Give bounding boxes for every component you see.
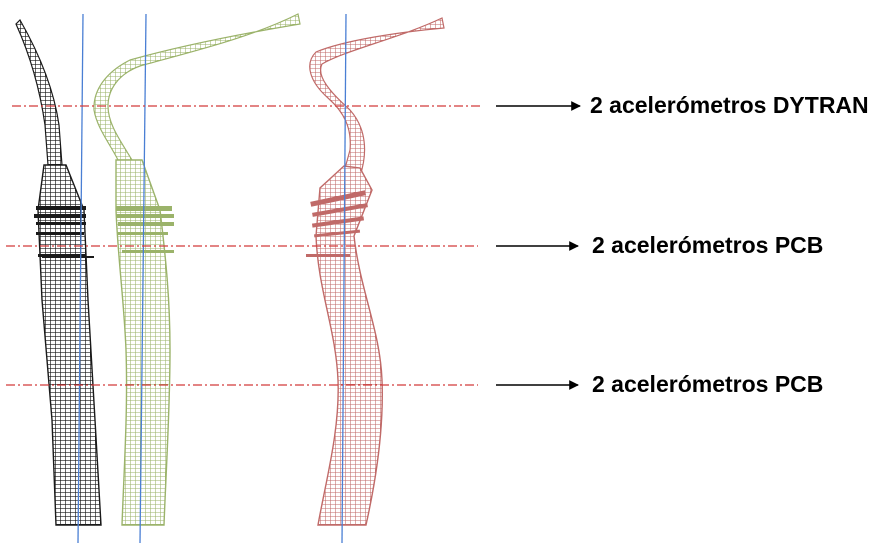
sensor-label-pcb-upper: 2 acelerómetros PCB (592, 232, 823, 259)
sensor-label-pcb-lower: 2 acelerómetros PCB (592, 371, 823, 398)
reference-axes (78, 14, 346, 543)
mode-shape-3 (306, 18, 444, 525)
label-arrows (496, 106, 580, 385)
mode-shape-1 (16, 20, 101, 525)
mode-shape-2 (94, 14, 300, 525)
sensor-label-dytran: 2 acelerómetros DYTRAN (590, 92, 869, 119)
